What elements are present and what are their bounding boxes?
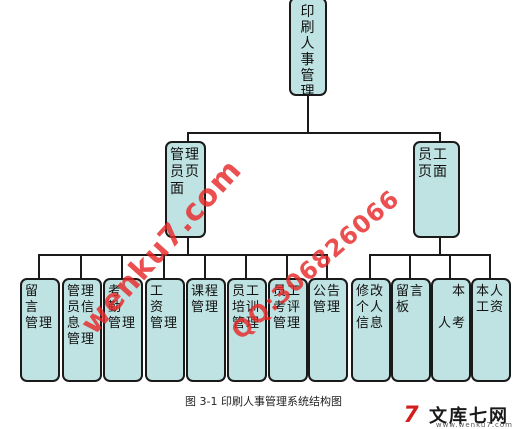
connector-drop <box>409 254 411 278</box>
brand-url: www.wenku7.com <box>435 421 513 429</box>
leaf-own-evaluation: 本 人考 <box>431 278 471 382</box>
leaf-notice: 公告 管理 <box>308 278 348 382</box>
connector-drop <box>38 254 40 278</box>
connector-drop <box>326 254 328 278</box>
connector-drop <box>286 254 288 278</box>
admin-page-node: 管理 员页 面 <box>165 141 206 238</box>
root-node: 印刷 人事 管理 系统 <box>289 0 327 96</box>
connector-admin-bus <box>38 254 328 256</box>
leaf-training: 员工 培训 管理 <box>227 278 267 382</box>
brand-logo: 7 文库七网 <box>403 402 509 428</box>
connector-drop <box>489 254 491 278</box>
connector-drop <box>163 254 165 278</box>
connector-staff-bus <box>369 254 491 256</box>
connector-top-bus <box>187 132 441 134</box>
brand-text: 文库七网 <box>429 406 509 427</box>
connector-root-down <box>307 95 309 133</box>
leaf-course: 课程 管理 <box>186 278 226 382</box>
figure-caption: 图 3-1 印刷人事管理系统结构图 <box>185 395 342 408</box>
connector-left-drop <box>187 132 189 142</box>
connector-right-drop <box>439 132 441 142</box>
leaf-evaluation: 员工 考评 管理 <box>268 278 308 382</box>
connector-drop <box>204 254 206 278</box>
leaf-attendance: 考 勤 管理 <box>103 278 143 382</box>
leaf-edit-profile: 修改 个人 信息 <box>351 278 391 382</box>
connector-drop <box>121 254 123 278</box>
leaf-salary: 工 资 管理 <box>145 278 185 382</box>
leaf-message-board: 留言 板 <box>391 278 431 382</box>
connector-staff-down <box>439 237 441 255</box>
brand-mark: 7 <box>403 403 421 428</box>
connector-drop <box>80 254 82 278</box>
leaf-own-salary: 本人 工资 <box>471 278 511 382</box>
connector-drop <box>245 254 247 278</box>
staff-page-node: 员工 页面 <box>413 141 460 238</box>
leaf-message-admin: 留 言 管理 <box>20 278 60 382</box>
connector-drop <box>449 254 451 278</box>
connector-drop <box>369 254 371 278</box>
leaf-admin-info: 管理 员信 息 管理 <box>62 278 102 382</box>
connector-admin-down <box>187 237 189 255</box>
